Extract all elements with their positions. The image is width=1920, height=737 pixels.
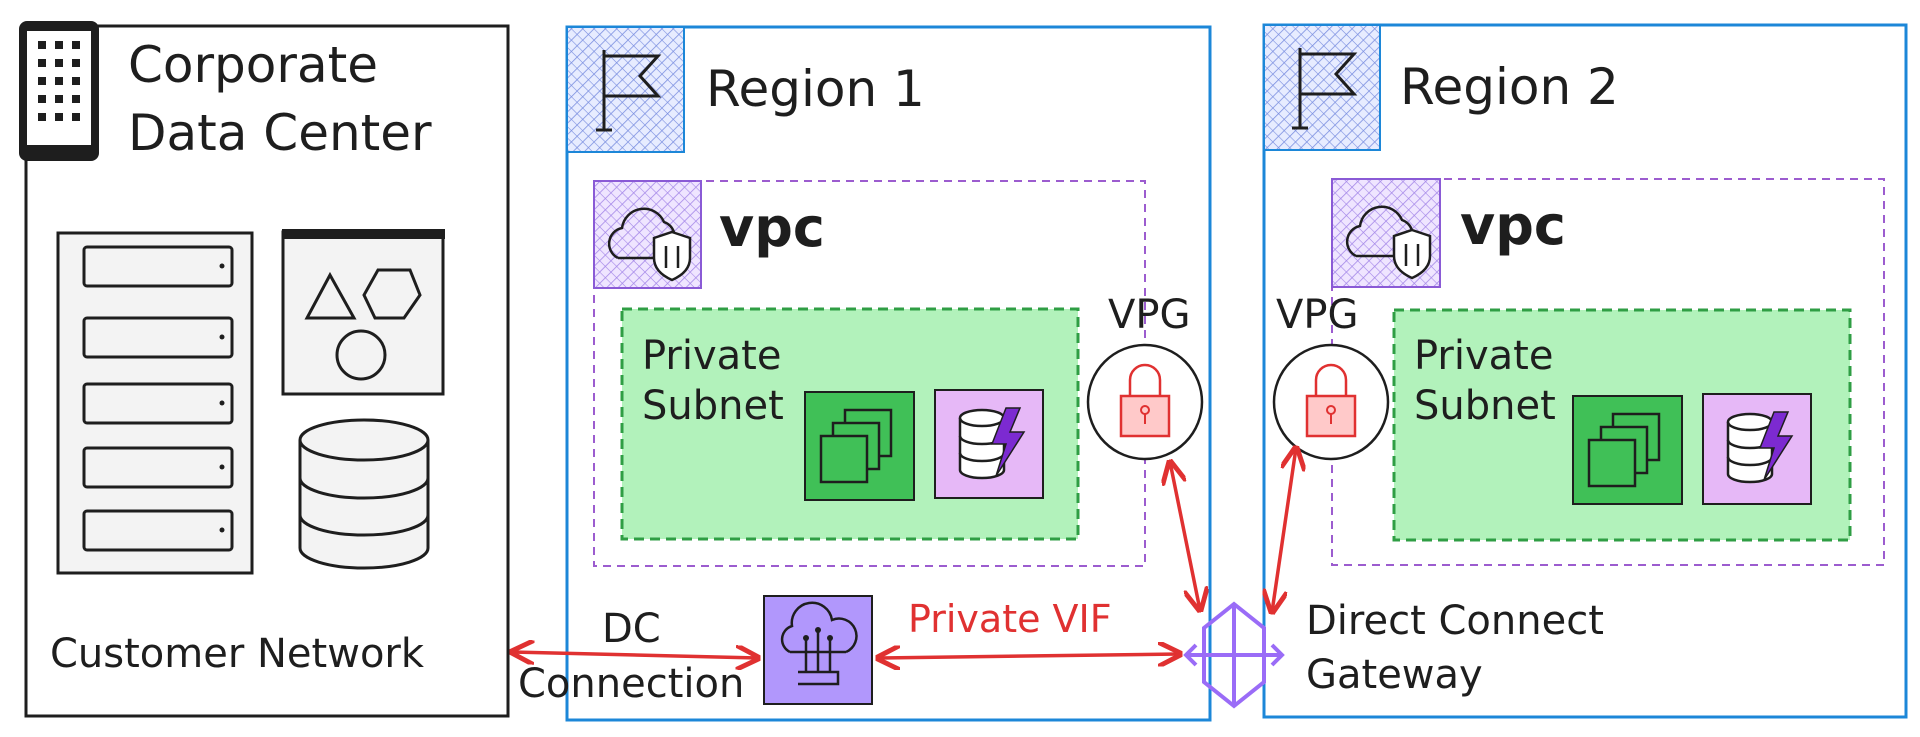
vpc-cloud-shield-icon	[593, 180, 702, 289]
vpg-1-to-dxgw-arrow	[1170, 462, 1200, 610]
private-subnet-2-line2: Subnet	[1414, 383, 1556, 429]
corporate-dc-title-line1: Corporate	[128, 36, 378, 94]
region-2: Region 2 vpc Private Subnet VPG	[1262, 23, 1908, 719]
vpc-2-label: vpc	[1460, 194, 1566, 257]
private-subnet-2-line1: Private	[1414, 333, 1553, 379]
dc-connection-arrow	[512, 652, 758, 658]
vpg-2-to-dxgw-arrow	[1272, 448, 1296, 612]
private-subnet-1-line2: Subnet	[642, 383, 784, 429]
direct-connect-gateway-icon	[1183, 601, 1285, 709]
shapes-panel-icon	[281, 229, 445, 396]
vpg-1-lock-icon	[1086, 343, 1204, 461]
flag-icon	[1263, 24, 1381, 151]
customer-network-label: Customer Network	[50, 631, 425, 677]
server-rack-icon	[56, 231, 254, 575]
private-vif-arrow	[878, 654, 1180, 658]
region-1-label: Region 1	[706, 60, 925, 118]
vpg-2-label: VPG	[1276, 292, 1358, 338]
region-1-frame	[565, 25, 1212, 722]
database-icon	[298, 418, 430, 570]
connection-arrows	[512, 448, 1296, 658]
dc-connection-line2: Connection	[518, 661, 744, 707]
vpc-1-label: vpc	[719, 196, 825, 259]
private-subnet-1-line1: Private	[642, 333, 781, 379]
vpc-cloud-shield-icon	[1331, 178, 1441, 288]
database-lightning-icon	[1702, 393, 1812, 505]
database-lightning-icon	[934, 389, 1044, 499]
private-vif-label: Private VIF	[908, 597, 1112, 641]
ec2-instances-icon	[1572, 395, 1683, 505]
office-building-icon	[19, 21, 99, 161]
corporate-dc-title-line2: Data Center	[128, 104, 432, 162]
vpg-1-label: VPG	[1108, 292, 1190, 338]
direct-connect-gateway-line1: Direct Connect	[1306, 598, 1604, 644]
direct-connect-gateway-line2: Gateway	[1306, 652, 1483, 698]
vpg-2-lock-icon	[1272, 343, 1390, 461]
corporate-data-center: Corporate Data Center	[19, 21, 510, 718]
dc-connection-line1: DC	[602, 606, 661, 652]
region-2-frame	[1262, 23, 1908, 719]
flag-icon	[566, 26, 685, 153]
ec2-instances-icon	[804, 391, 915, 501]
region-2-label: Region 2	[1400, 58, 1619, 116]
direct-connect-location-icon	[763, 595, 873, 705]
region-1: Region 1 vpc Private Subnet VPG	[565, 25, 1212, 722]
